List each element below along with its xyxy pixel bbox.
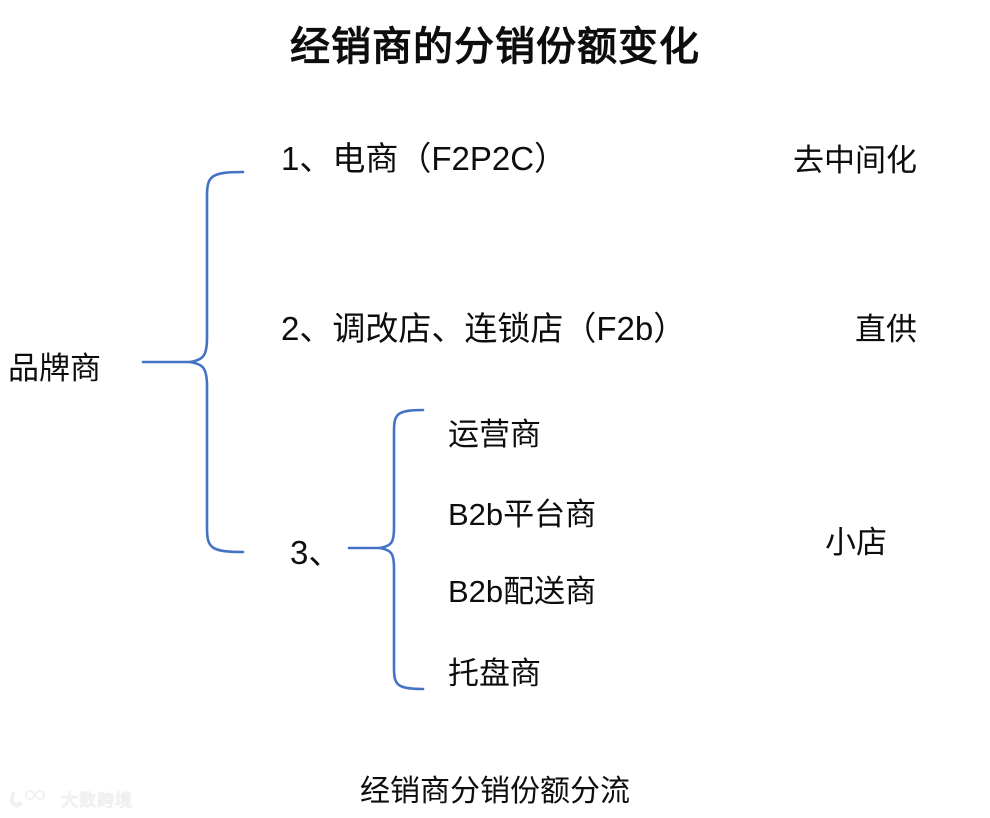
outcome-label-2: 直供 bbox=[855, 312, 917, 347]
branch-label-1: 1、电商（F2P2C） bbox=[281, 140, 568, 177]
sub-item-label-4: 托盘商 bbox=[448, 656, 541, 691]
main-brace-icon bbox=[141, 170, 245, 554]
sub-item-label-1: 运营商 bbox=[448, 417, 541, 452]
branch-label-3: 3、 bbox=[290, 534, 342, 571]
sub-brace-icon bbox=[347, 408, 425, 691]
diagram-caption: 经销商分销份额分流 bbox=[360, 775, 630, 808]
root-node-label: 品牌商 bbox=[8, 351, 101, 386]
outcome-label-3: 小店 bbox=[825, 525, 887, 560]
watermark: 大数跨境 bbox=[8, 786, 133, 811]
outcome-label-1: 去中间化 bbox=[793, 143, 917, 178]
watermark-text: 大数跨境 bbox=[61, 791, 133, 810]
brand-mark-icon bbox=[9, 789, 46, 807]
sub-item-label-3: B2b配送商 bbox=[448, 574, 597, 609]
branch-label-2: 2、调改店、连锁店（F2b） bbox=[281, 310, 687, 347]
diagram-title: 经销商的分销份额变化 bbox=[290, 25, 700, 69]
sub-item-label-2: B2b平台商 bbox=[448, 497, 597, 532]
